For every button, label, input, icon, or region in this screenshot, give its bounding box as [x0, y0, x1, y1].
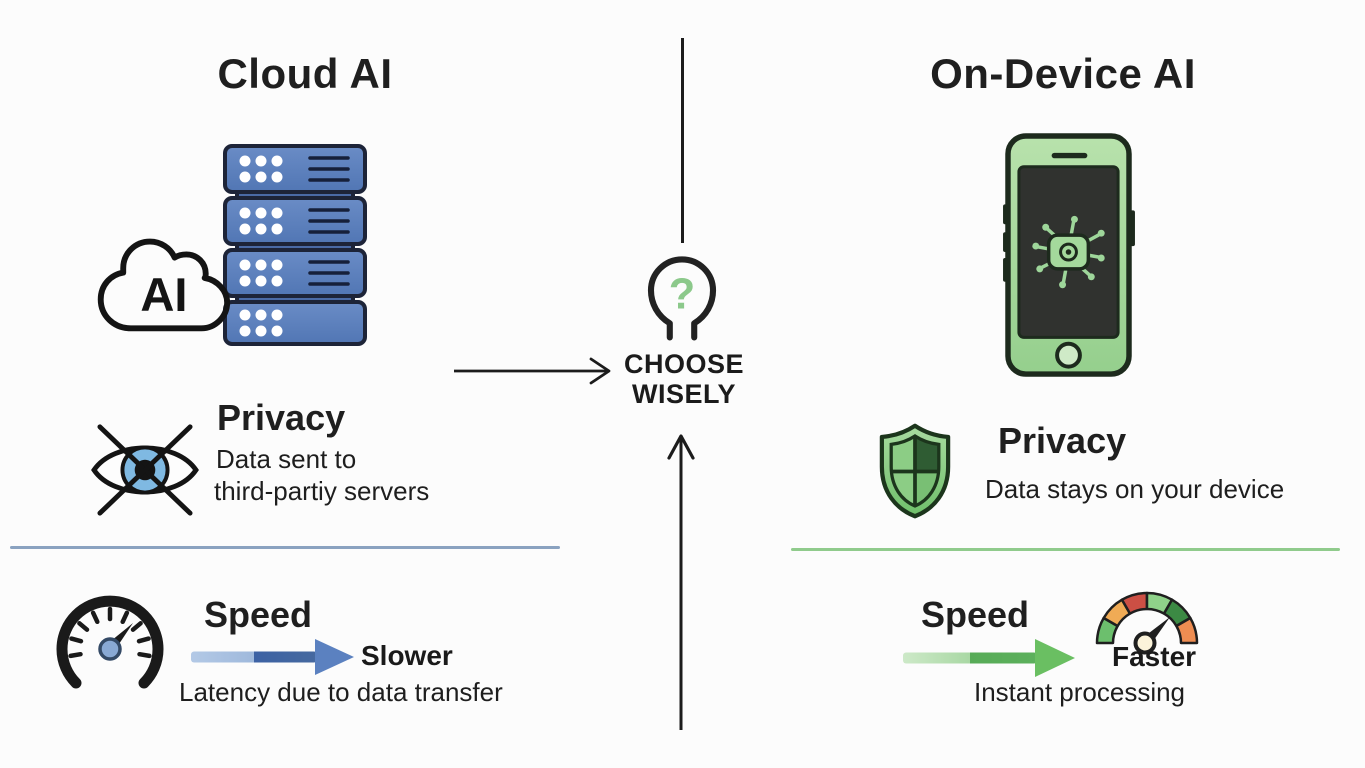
question-mark: ?: [669, 270, 695, 318]
left-divider-line: [10, 546, 560, 549]
choose-wisely-text: CHOOSE WISELY: [600, 349, 768, 409]
cloud-ai-icon: AI: [90, 228, 240, 344]
arrow-right-blue-icon: [189, 637, 356, 677]
cloud-privacy-line2: third-partiy servers: [214, 476, 430, 506]
cloud-speed-label: Slower: [361, 640, 453, 671]
right-divider-line: [791, 548, 1340, 551]
device-privacy-line1: Data stays on your device: [985, 474, 1285, 504]
on-device-ai-title: On-Device AI: [930, 50, 1196, 97]
server-stack-icon: [222, 143, 368, 347]
lightbulb-question-icon: ?: [643, 250, 721, 344]
arrow-right-icon: [452, 353, 614, 389]
cloud-ai-label: AI: [140, 268, 187, 321]
vertical-divider-line: [681, 38, 684, 243]
cloud-privacy-heading: Privacy: [217, 397, 346, 438]
smartphone-chip-icon: [1002, 133, 1136, 379]
arrow-up-icon: [663, 430, 699, 732]
device-speed-label: Faster: [1112, 641, 1197, 672]
speedometer-icon: [50, 587, 170, 709]
eye-crossed-icon: [86, 420, 204, 520]
arrow-right-green-icon: [901, 637, 1077, 679]
cloud-speed-description: Latency due to data transfer: [179, 677, 503, 707]
choose-line1: CHOOSE: [623, 349, 745, 379]
device-privacy-heading: Privacy: [998, 420, 1127, 461]
device-speed-description: Instant processing: [974, 677, 1186, 707]
cloud-speed-heading: Speed: [204, 594, 313, 635]
cloud-privacy-line1: Data sent to: [216, 444, 357, 474]
shield-icon: [870, 422, 960, 520]
device-speed-heading: Speed: [921, 594, 1030, 635]
cloud-ai-title: Cloud AI: [217, 50, 393, 97]
gauge-colorful-icon: [1082, 577, 1212, 677]
choose-line2: WISELY: [631, 379, 737, 409]
